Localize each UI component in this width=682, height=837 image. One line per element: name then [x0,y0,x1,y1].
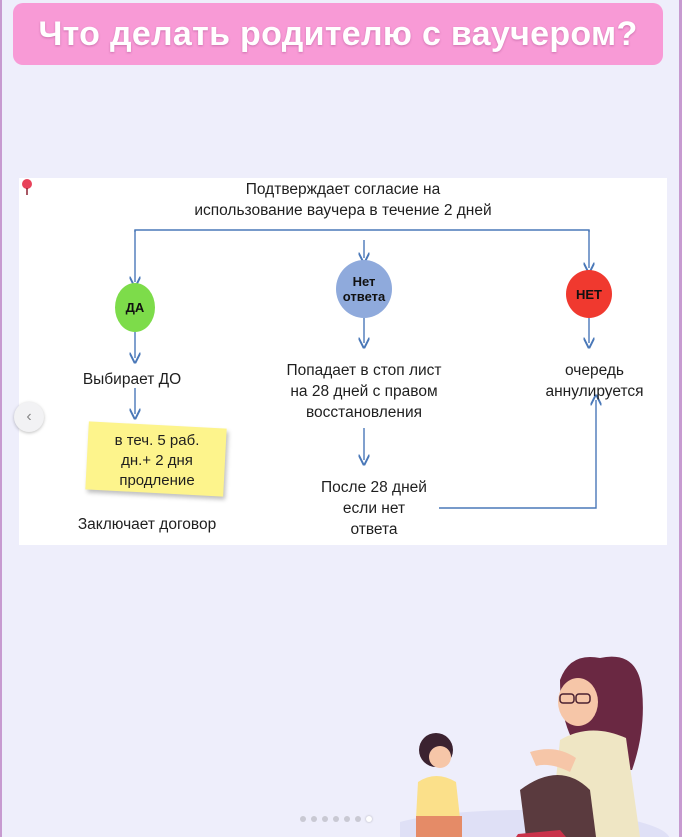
carousel-dot[interactable] [322,816,328,822]
mother-child-illustration [400,656,670,837]
chevron-left-icon: ‹ [26,408,32,425]
carousel-dot-active[interactable] [366,816,372,822]
carousel-dot[interactable] [311,816,317,822]
carousel-dot[interactable] [355,816,361,822]
contract-text: Заключает договор [77,516,217,533]
node-yes-label: ДА [125,300,145,315]
node-no-answer-line-2: ответа [342,289,386,304]
top-text-line-1: Подтверждает согласие на [245,181,441,198]
node-no-answer-line-1: Нет [352,274,376,289]
stop-list-text-2: на 28 дней с правом [290,383,438,400]
node-no-label: НЕТ [576,286,602,302]
sticky-line-3: продление [119,472,195,489]
carousel-dot[interactable] [344,816,350,822]
connector-lines [19,229,667,509]
choose-kindergarten-text: Выбирает ДО [82,371,182,388]
title-banner: Что делать родителю с ваучером? [13,3,663,65]
after-28-days-text-3: ответа [350,521,398,538]
page-title: Что делать родителю с ваучером? [38,14,638,53]
queue-text-2: аннулируется [545,383,644,400]
sticky-line-1: в теч. 5 раб. [114,432,200,449]
sticky-note-text: в теч. 5 раб. дн.+ 2 дня продление [87,431,227,491]
node-no-answer: Нет ответа [336,260,392,318]
right-border [679,0,682,837]
node-no: НЕТ [566,270,612,318]
pushpin-icon [22,179,32,195]
carousel-dot[interactable] [300,816,306,822]
carousel-dots [300,816,372,822]
carousel-prev-button[interactable]: ‹ [14,402,44,432]
stop-list-text-3: восстановления [305,404,423,421]
node-yes: ДА [115,283,155,332]
after-28-days-text-1: После 28 дней [321,479,427,496]
carousel-dot[interactable] [333,816,339,822]
left-border [0,0,2,837]
sticky-line-2: дн.+ 2 дня [121,452,193,469]
top-text-line-2: использование ваучера в течение 2 дней [194,202,492,219]
stop-list-text-1: Попадает в стоп лист [286,362,442,379]
after-28-days-text-2: если нет [342,500,406,517]
queue-text-1: очередь [565,362,624,379]
voucher-flow-diagram: Подтверждает согласие на использование в… [19,178,667,545]
